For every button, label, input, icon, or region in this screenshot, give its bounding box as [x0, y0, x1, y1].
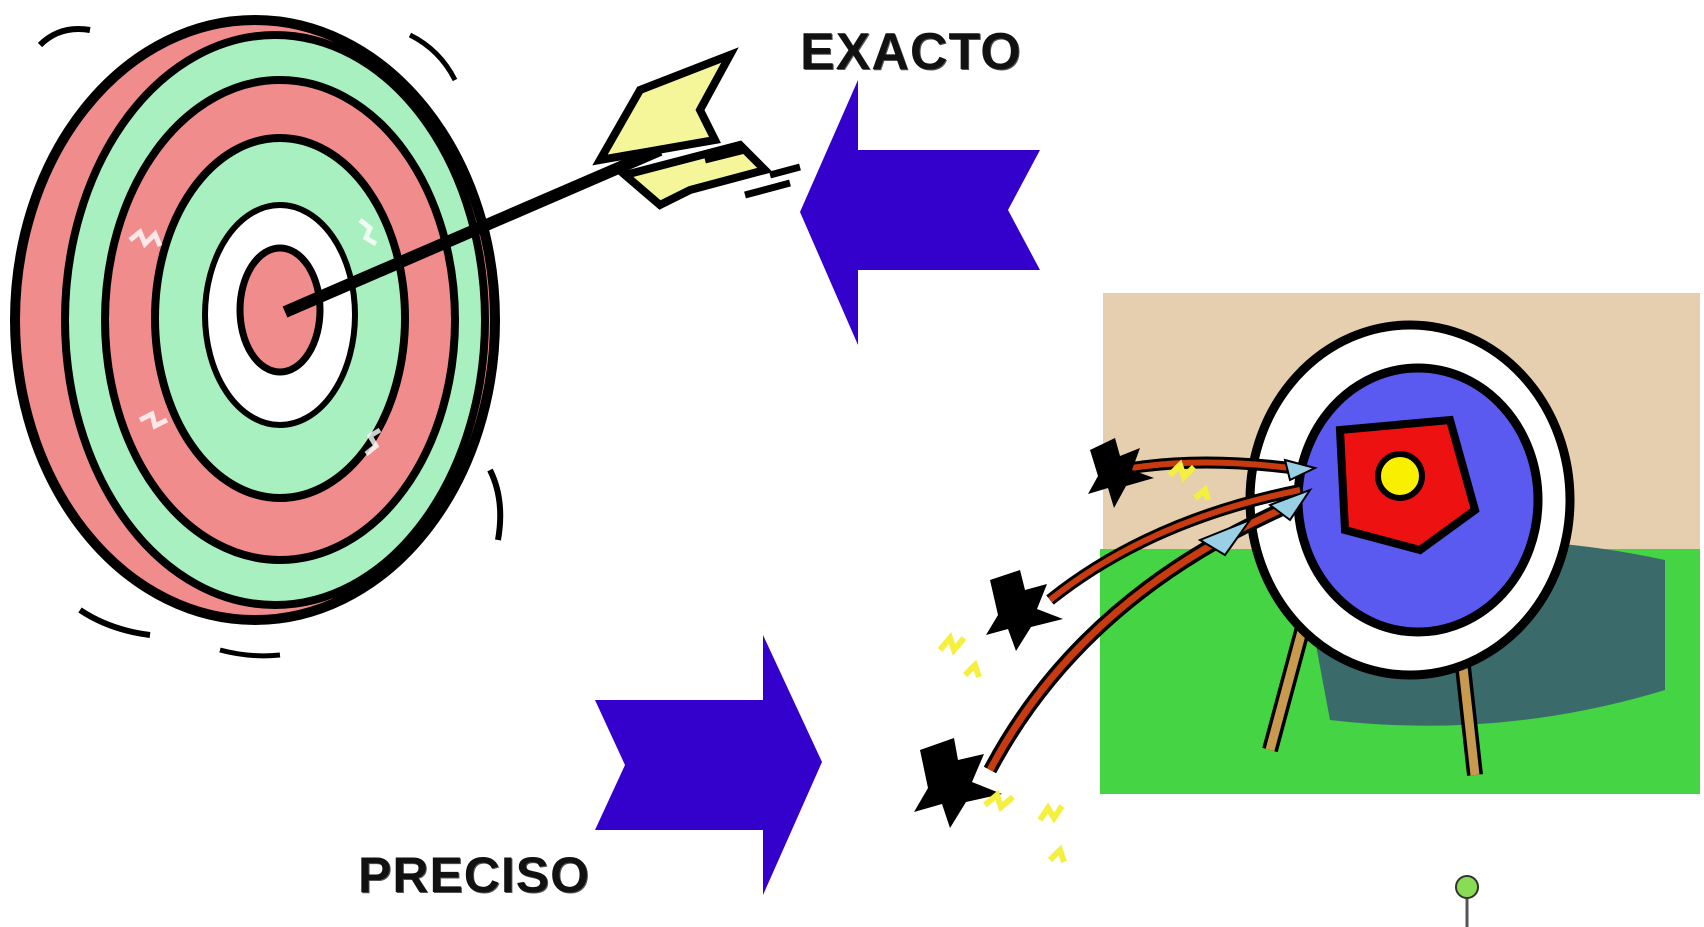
preciso-label: PRECISO: [358, 846, 590, 904]
exacto-label: EXACTO: [800, 22, 1022, 82]
